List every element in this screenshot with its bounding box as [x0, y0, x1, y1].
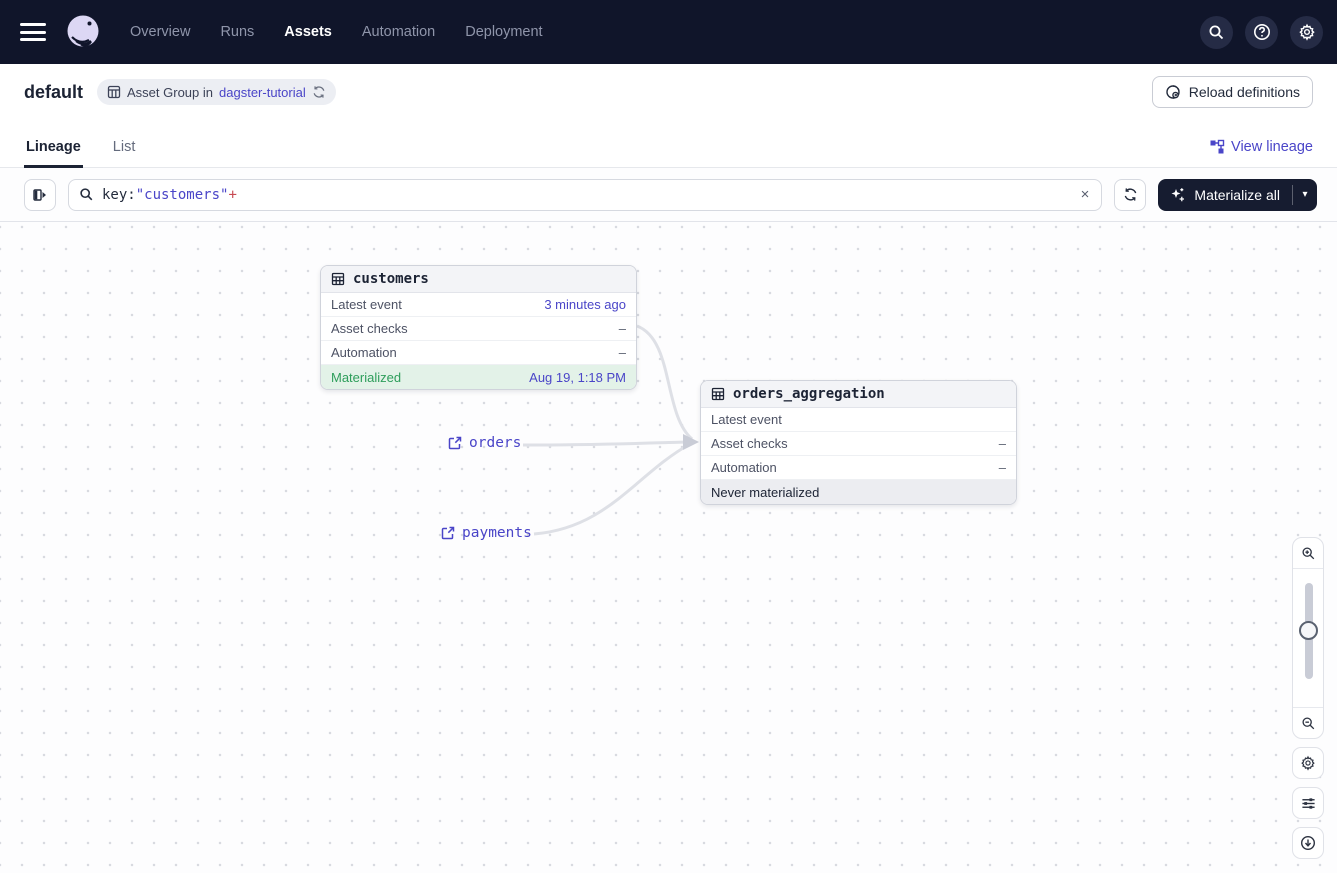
dagster-logo[interactable] — [64, 13, 102, 51]
lineage-edges — [522, 324, 699, 536]
refresh-graph-button[interactable] — [1114, 178, 1147, 211]
button-divider — [1292, 184, 1293, 205]
gear-icon — [1301, 755, 1315, 771]
asset-node-customers[interactable]: customers Latest event 3 minutes ago Ass… — [320, 265, 637, 390]
external-asset-label: orders — [469, 435, 522, 451]
zoom-slider[interactable] — [1293, 569, 1323, 707]
page-title: default — [24, 81, 84, 102]
zoom-in-button[interactable] — [1293, 538, 1323, 569]
reload-definitions-button[interactable]: Reload definitions — [1151, 76, 1313, 108]
materialize-all-button[interactable]: Materialize all — [1158, 179, 1292, 211]
status-badge: Materialized — [331, 369, 402, 385]
zoom-panel — [1292, 537, 1324, 739]
settings-button[interactable] — [1290, 15, 1323, 49]
view-lineage-link[interactable]: View lineage — [1209, 139, 1313, 167]
page-header: default Asset Group in dagster-tutorial … — [0, 64, 1337, 120]
node-row-asset-checks: Asset checks – — [701, 432, 1016, 456]
zoom-out-button[interactable] — [1293, 707, 1323, 738]
external-asset-payments[interactable]: payments — [441, 525, 532, 541]
sparkle-icon — [1171, 187, 1185, 201]
materialize-all-split-button: Materialize all ▾ — [1158, 178, 1317, 211]
lineage-toolbar: key:"customers"+ × Materialize all ▾ — [0, 168, 1337, 222]
nav-right — [1200, 15, 1323, 49]
panel-expand-icon — [33, 188, 46, 201]
view-lineage-label: View lineage — [1231, 139, 1313, 155]
materialize-options-caret[interactable]: ▾ — [1302, 189, 1308, 200]
search-icon — [80, 188, 93, 201]
table-icon — [331, 272, 345, 286]
node-row-automation: Automation – — [701, 456, 1016, 480]
gear-icon — [1298, 23, 1315, 41]
help-button[interactable] — [1245, 15, 1278, 49]
latest-event-link[interactable]: 3 minutes ago — [544, 297, 626, 312]
recenter-icon — [1300, 835, 1316, 851]
external-asset-label: payments — [462, 525, 532, 541]
nav-item-automation[interactable]: Automation — [361, 24, 436, 40]
tabs-bar: Lineage List View lineage — [0, 120, 1337, 168]
nav-item-assets[interactable]: Assets — [284, 24, 332, 40]
lineage-canvas[interactable]: customers Latest event 3 minutes ago Ass… — [0, 222, 1337, 873]
asset-title: orders_aggregation — [733, 386, 885, 402]
node-row-automation: Automation – — [321, 341, 636, 365]
clear-search-button[interactable]: × — [1080, 186, 1090, 203]
search-button[interactable] — [1200, 15, 1233, 49]
tab-list[interactable]: List — [112, 139, 136, 155]
tab-lineage[interactable]: Lineage — [24, 139, 83, 168]
node-row-latest-event: Latest event 3 minutes ago — [321, 293, 636, 317]
node-row-asset-checks: Asset checks – — [321, 317, 636, 341]
node-row-latest-event: Latest event — [701, 408, 1016, 432]
materialize-all-label: Materialize all — [1194, 186, 1280, 203]
search-query-text: key:"customers"+ — [102, 186, 237, 203]
table-icon — [711, 387, 725, 401]
badge-text: Asset Group in — [127, 84, 214, 100]
sliders-icon — [1301, 797, 1315, 809]
asset-node-header: orders_aggregation — [701, 381, 1016, 408]
reload-definitions-label: Reload definitions — [1188, 84, 1300, 100]
edge-arrowhead — [683, 434, 699, 450]
node-status-row: Materialized Aug 19, 1:18 PM — [321, 365, 636, 389]
zoom-slider-thumb[interactable] — [1299, 621, 1318, 640]
asset-group-icon — [107, 85, 121, 99]
nav-items: Overview Runs Assets Automation Deployme… — [130, 24, 543, 40]
asset-node-header: customers — [321, 266, 636, 293]
zoom-in-icon — [1301, 546, 1314, 559]
zoom-out-icon — [1301, 716, 1314, 729]
search-icon — [1209, 25, 1224, 39]
node-status-row: Never materialized — [701, 480, 1016, 504]
help-icon — [1253, 24, 1270, 40]
refresh-icon — [1124, 188, 1137, 201]
external-asset-orders[interactable]: orders — [448, 435, 521, 451]
asset-title: customers — [353, 271, 429, 287]
nav-item-overview[interactable]: Overview — [130, 24, 191, 40]
asset-node-orders-aggregation[interactable]: orders_aggregation Latest event Asset ch… — [700, 380, 1017, 505]
recenter-view-button[interactable] — [1292, 827, 1324, 859]
code-location-link[interactable]: dagster-tutorial — [219, 84, 306, 100]
reload-icon — [1166, 85, 1180, 99]
octopus-icon — [67, 15, 99, 47]
materialization-time-link[interactable]: Aug 19, 1:18 PM — [529, 369, 626, 385]
nav-item-runs[interactable]: Runs — [220, 24, 255, 40]
asset-group-badge: Asset Group in dagster-tutorial — [97, 79, 336, 105]
sync-icon[interactable] — [312, 85, 326, 99]
external-link-icon — [448, 436, 462, 450]
asset-search-input[interactable]: key:"customers"+ × — [68, 178, 1103, 211]
graph-filters-button[interactable] — [1292, 787, 1324, 819]
menu-icon[interactable] — [20, 23, 46, 41]
top-nav: Overview Runs Assets Automation Deployme… — [0, 0, 1337, 64]
status-badge: Never materialized — [711, 484, 820, 500]
lineage-graph-icon — [1210, 139, 1225, 154]
nav-item-deployment[interactable]: Deployment — [465, 24, 543, 40]
graph-settings-button[interactable] — [1292, 747, 1324, 779]
expand-sidebar-button[interactable] — [24, 178, 56, 211]
external-link-icon — [441, 526, 455, 540]
